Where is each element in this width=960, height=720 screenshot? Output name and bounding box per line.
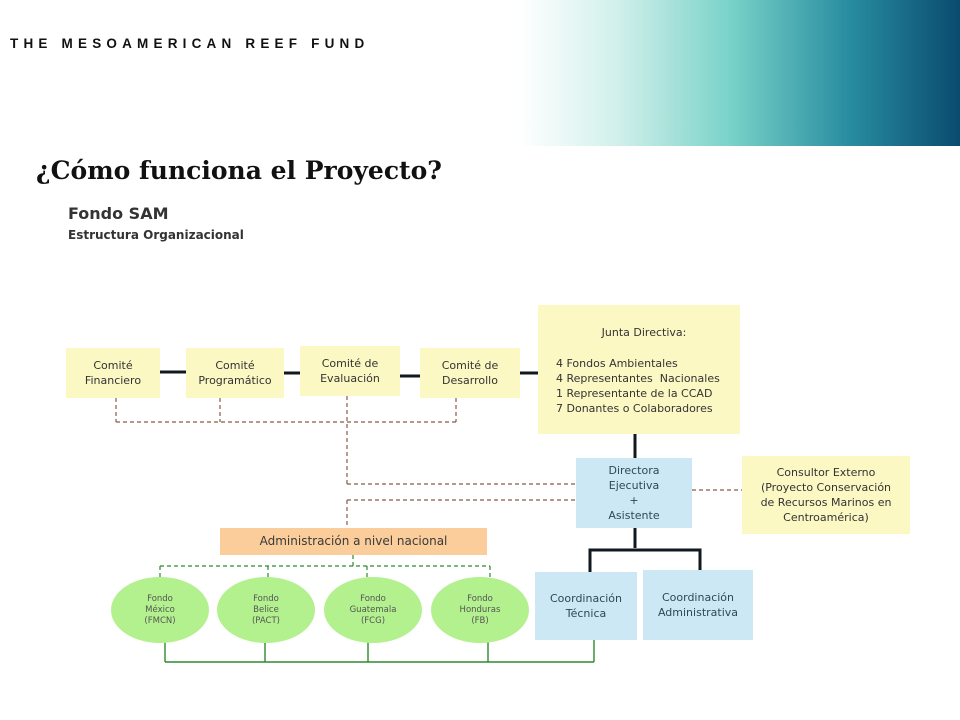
- junta-line: 4 Fondos Ambientales: [556, 357, 678, 370]
- junta-line: 7 Donantes o Colaboradores: [556, 402, 713, 415]
- funds-dashed-bus: [159, 555, 491, 578]
- committee-label: Desarrollo: [442, 374, 498, 387]
- fondo-label: Honduras: [459, 604, 501, 615]
- committee-label: Comité de: [321, 357, 379, 370]
- administracion-label: Administración a nivel nacional: [259, 534, 448, 548]
- slide-title: ¿Cómo funciona el Proyecto?: [36, 156, 442, 185]
- directora-label: +: [629, 494, 639, 507]
- junta-title: Junta Directiva:: [601, 326, 687, 339]
- fondo-label: (FCG): [360, 615, 386, 626]
- header-gradient-banner: [520, 0, 960, 146]
- directora-ejecutiva-box: Directora Ejecutiva + Asistente: [576, 458, 692, 528]
- administracion-nacional-box: Administración a nivel nacional: [220, 528, 487, 555]
- fondo-label: (PACT): [251, 615, 280, 626]
- brand-logo-text: THE MESOAMERICAN REEF FUND: [10, 36, 370, 51]
- junta-line: 4 Representantes Nacionales: [556, 372, 720, 385]
- fondo-label: Fondo: [253, 593, 279, 604]
- consultor-label: (Proyecto Conservación: [760, 481, 892, 494]
- consultor-externo-box: Consultor Externo (Proyecto Conservación…: [742, 456, 910, 534]
- fondo-label: Belice: [253, 604, 279, 615]
- fondo-label: México: [145, 604, 175, 615]
- chart-heading: Fondo SAM: [68, 204, 169, 223]
- directora-label: Asistente: [608, 509, 660, 522]
- fondo-label: Fondo: [147, 593, 173, 604]
- fondo-label: (FMCN): [144, 615, 176, 626]
- coordinacion-label: Administrativa: [657, 606, 739, 619]
- fondo-label: Fondo: [467, 593, 493, 604]
- coordinacion-label: Coordinación: [549, 592, 623, 605]
- fondo-label: Guatemala: [349, 604, 397, 615]
- committee-label: Financiero: [84, 374, 142, 387]
- junta-line: 1 Representante de la CCAD: [556, 387, 713, 400]
- committee-label: Comité: [93, 359, 133, 372]
- directora-label: Directora: [608, 464, 660, 477]
- committee-dashed-bus: [115, 396, 742, 528]
- committee-evaluacion: Comité de Evaluación: [300, 346, 400, 396]
- chart-subheading: Estructura Organizacional: [68, 228, 244, 242]
- coordinacion-label: Técnica: [565, 607, 607, 620]
- committee-desarrollo: Comité de Desarrollo: [420, 348, 520, 398]
- committee-label: Comité: [215, 359, 255, 372]
- committee-label: Evaluación: [320, 372, 380, 385]
- consultor-label: Centroamérica): [783, 511, 869, 524]
- fondo-label: (FB): [471, 615, 489, 626]
- committee-label: Programático: [198, 374, 272, 387]
- consultor-label: Consultor Externo: [776, 466, 876, 479]
- consultor-label: de Recursos Marinos en: [760, 496, 892, 509]
- coordinacion-label: Coordinación: [661, 591, 734, 604]
- funds-solid-bus: [164, 640, 595, 663]
- fondo-label: Fondo: [360, 593, 386, 604]
- coordination-branch: [588, 528, 702, 572]
- junta-directiva-box: Junta Directiva: 4 Fondos Ambientales 4 …: [538, 305, 740, 434]
- directora-label: Ejecutiva: [608, 479, 660, 492]
- committee-label: Comité de: [441, 359, 499, 372]
